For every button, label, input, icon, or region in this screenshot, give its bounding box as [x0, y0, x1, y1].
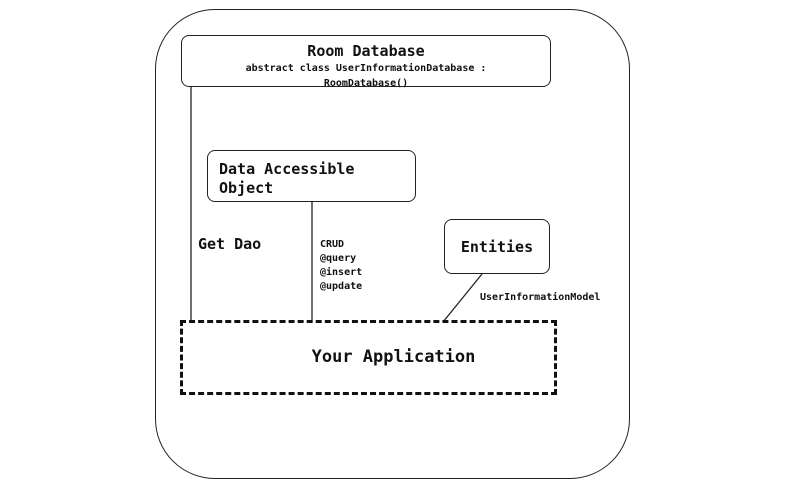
application-label: Your Application: [311, 347, 476, 367]
room-database-title: Room Database: [307, 42, 425, 60]
dao-box: Data Accessible Object: [207, 150, 416, 202]
dao-title-line1: Data Accessible: [219, 160, 355, 178]
room-database-extends-line: RoomDatabase(): [323, 78, 409, 89]
insert-label: @insert: [320, 267, 363, 278]
room-database-box: Room Database abstract class UserInforma…: [181, 35, 551, 89]
dao-title-line2: Object: [219, 179, 274, 197]
entities-label: Entities: [460, 238, 534, 256]
crud-label: CRUD: [320, 239, 345, 250]
application-box: [180, 320, 557, 395]
entities-box: Entities: [444, 219, 550, 274]
room-database-class-line: abstract class UserInformationDatabase :: [245, 63, 487, 74]
get-dao-label: Get Dao: [198, 235, 262, 253]
entities-connector: [442, 273, 483, 323]
update-label: @update: [320, 281, 363, 292]
outer-container: [155, 9, 630, 479]
query-label: @query: [320, 253, 357, 264]
entity-model-label: UserInformationModel: [480, 292, 601, 303]
crud-labels: CRUD @query @insert @update: [320, 238, 362, 294]
